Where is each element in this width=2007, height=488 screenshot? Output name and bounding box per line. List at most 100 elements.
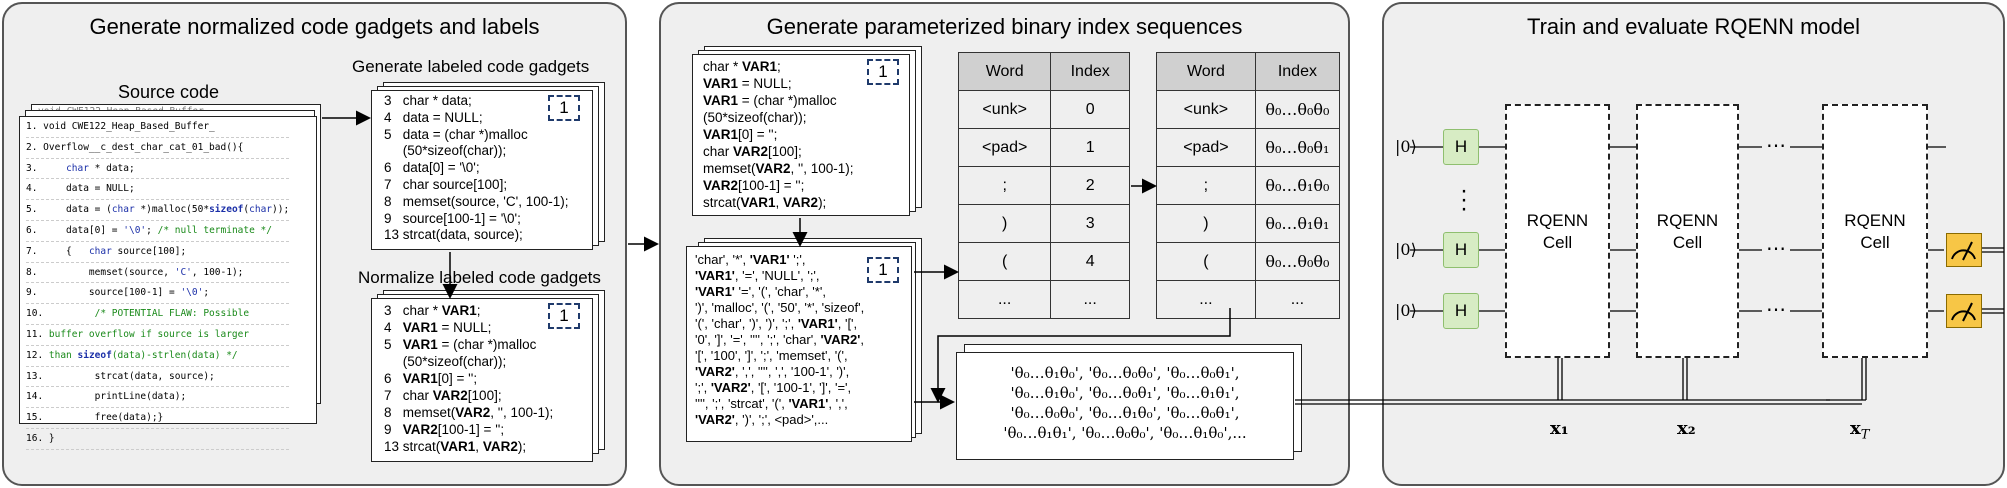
text-line: strcat(VAR1, VAR2); — [703, 195, 827, 210]
line-text: buffer overflow if source is larger — [48, 328, 250, 340]
text-line: 'θ₀…θ₀θ₀', 'θ₀…θ₁θ₀', 'θ₀…θ₀θ₁', — [1010, 404, 1240, 422]
text-line: (50*sizeof(char)); — [703, 110, 807, 125]
text-line: ')', 'malloc', '(', '50', '*', 'sizeof', — [695, 300, 865, 315]
normalize-gadgets-label: Normalize labeled code gadgets — [358, 268, 601, 287]
code-line: 13. strcat(data, source); — [26, 367, 290, 388]
code-line: 16. } — [26, 429, 290, 450]
ellipsis: ⋯ — [1762, 133, 1790, 158]
line-text: free(data);} — [48, 412, 164, 424]
input-x2: x₂ — [1677, 418, 1696, 439]
qubit-ket: |0⟩ — [1395, 137, 1417, 156]
label-badge: 1 — [867, 257, 899, 283]
text-line: 7 char source[100]; — [384, 176, 508, 192]
code-line: 5. data = (char *)malloc(50*sizeof(char)… — [26, 200, 290, 221]
line-number: 9. — [26, 287, 44, 299]
table-cell: θ₀…θ₁θ₀ — [1254, 166, 1341, 205]
line-text: data = NULL; — [43, 183, 135, 195]
table-cell: 3 — [1050, 204, 1130, 243]
line-number: 5. — [26, 204, 44, 216]
text-line: 'VAR2', ',', '''', ',', '100-1', ')', — [695, 364, 850, 379]
text-line: 6 data[0] = '\0'; — [384, 160, 480, 176]
text-line: 9 VAR2[100-1] = ''; — [384, 422, 505, 437]
line-number: 11. — [26, 328, 49, 340]
text-line: VAR2[100-1] = ''; — [703, 178, 805, 193]
text-line: 5 data = (char *)malloc — [384, 126, 528, 142]
line-text: strcat(data, source); — [48, 370, 215, 382]
table-row: ...... — [1156, 280, 1341, 319]
text-line: 'VAR1', '=', 'NULL', ';', — [695, 268, 820, 283]
line-text: { char source[100]; — [43, 245, 187, 257]
code-line: 3. char * data; — [26, 159, 290, 180]
text-line: 9 source[100-1] = '\0'; — [384, 210, 521, 226]
table-header-cell: Word — [1156, 52, 1256, 91]
text-line: 8 memset(VAR2, '', 100-1); — [384, 405, 554, 420]
table-cell: ... — [957, 280, 1052, 319]
sequence-sheet: 'θ₀…θ₁θ₀', 'θ₀…θ₀θ₀', 'θ₀…θ₀θ₁', 'θ₀…θ₁θ₀… — [956, 352, 1294, 460]
table-cell: ... — [1156, 280, 1256, 319]
text-line: 3 char * data; — [384, 93, 472, 108]
line-text: char * data; — [66, 162, 135, 174]
measurement-meter-icon — [1946, 294, 1982, 328]
line-number: 8. — [26, 266, 44, 278]
text-line: 5 VAR1 = (char *)malloc — [384, 337, 537, 352]
token-sheet: 'char', '*', 'VAR1' ';','VAR1', '=', 'NU… — [686, 246, 912, 442]
text-line: ';', 'VAR2', '[', '100-1', ']', '=', — [695, 380, 852, 395]
text-line: 8 memset(source, 'C', 100-1); — [384, 193, 569, 209]
table-cell: 1 — [1050, 128, 1130, 167]
source-code-sheet: 1. void CWE122_Heap_Based_Buffer_2. Over… — [19, 116, 317, 450]
table-cell: ... — [1050, 280, 1130, 319]
panel-title: Generate parameterized binary index sequ… — [766, 14, 1243, 39]
code-line: 12. than sizeof(data)-strlen(data) */ — [26, 346, 290, 367]
label-badge: 1 — [548, 303, 580, 329]
text-line: 'char', '*', 'VAR1' ';', — [695, 252, 806, 267]
hadamard-gate: H — [1443, 232, 1479, 268]
text-line: '0', ']', '=', '''', ';', 'char', 'VAR2'… — [695, 332, 864, 347]
table-header-cell: Word — [957, 52, 1052, 91]
line-number: 6. — [26, 224, 44, 236]
line-text: Overflow__c_dest_char_cat_01_bad(){ — [43, 141, 244, 153]
normalized-gadget-sheet: 3 char * VAR1;4 VAR1 = NULL;5 VAR1 = (ch… — [371, 298, 593, 462]
source-code-label: Source code — [118, 82, 220, 102]
text-line: VAR1[0] = ''; — [703, 127, 778, 142]
table-cell: <pad> — [957, 128, 1052, 167]
code-line: 14. printLine(data); — [26, 387, 290, 409]
table-cell: θ₀…θ₀θ₁ — [1254, 128, 1341, 167]
table-cell: <pad> — [1156, 128, 1256, 167]
rqenn-cell-2: RQENN Cell — [1636, 104, 1739, 358]
text-line: VAR1 = (char *)malloc — [703, 93, 837, 108]
text-line: char * VAR1; — [703, 59, 781, 74]
parameterized-sequence: 'θ₀…θ₁θ₀', 'θ₀…θ₀θ₀', 'θ₀…θ₀θ₁', 'θ₀…θ₁θ₀… — [957, 363, 1293, 443]
line-number: 12. — [26, 349, 49, 361]
text-line: 4 VAR1 = NULL; — [384, 320, 492, 335]
text-line: 'θ₀…θ₁θ₀', 'θ₀…θ₀θ₀', 'θ₀…θ₀θ₁', — [1010, 364, 1240, 382]
line-number: 2. — [26, 141, 44, 153]
table-cell: θ₀…θ₁θ₁ — [1254, 204, 1341, 243]
xT-text: xT — [1850, 418, 1870, 443]
qubit-ket: |0⟩ — [1395, 240, 1417, 259]
text-line: 'θ₀…θ₁θ₀', 'θ₀…θ₀θ₁', 'θ₀…θ₁θ₁', — [1010, 384, 1240, 402]
table-row: ;θ₀…θ₁θ₀ — [1156, 166, 1341, 205]
text-line: 'θ₀…θ₁θ₁', 'θ₀…θ₀θ₀', 'θ₀…θ₁θ₀',... — [1003, 424, 1247, 442]
table-cell: 4 — [1050, 242, 1130, 281]
p2-gadget-sheet: char * VAR1;VAR1 = NULL;VAR1 = (char *)m… — [692, 54, 910, 216]
line-text: printLine(data); — [48, 391, 187, 403]
text-line: 'VAR1' '=', '(', 'char', '*', — [695, 284, 826, 299]
cell-label: RQENN Cell — [1844, 211, 1906, 252]
text-line: 4 data = NULL; — [384, 109, 483, 125]
line-text: source[100-1] = '\0'; — [43, 287, 210, 299]
line-text: /* POTENTIAL FLAW: Possible — [48, 308, 250, 320]
text-line: (50*sizeof(char)); — [384, 354, 507, 369]
line-text: than sizeof(data)-strlen(data) */ — [48, 349, 238, 361]
x1-text: x₁ — [1550, 418, 1569, 439]
text-line: 13 strcat(VAR1, VAR2); — [384, 439, 527, 454]
text-line: char VAR2[100]; — [703, 144, 802, 159]
table-row: )3 — [957, 204, 1130, 243]
ellipsis: ⋯ — [1762, 297, 1790, 322]
line-number: 7. — [26, 245, 44, 257]
table-cell: ) — [957, 204, 1052, 243]
line-number: 1. — [26, 121, 44, 132]
cell-label: RQENN Cell — [1526, 211, 1589, 252]
line-number: 3. — [26, 162, 44, 174]
token-list: 'char', '*', 'VAR1' ';','VAR1', '=', 'NU… — [695, 252, 864, 428]
